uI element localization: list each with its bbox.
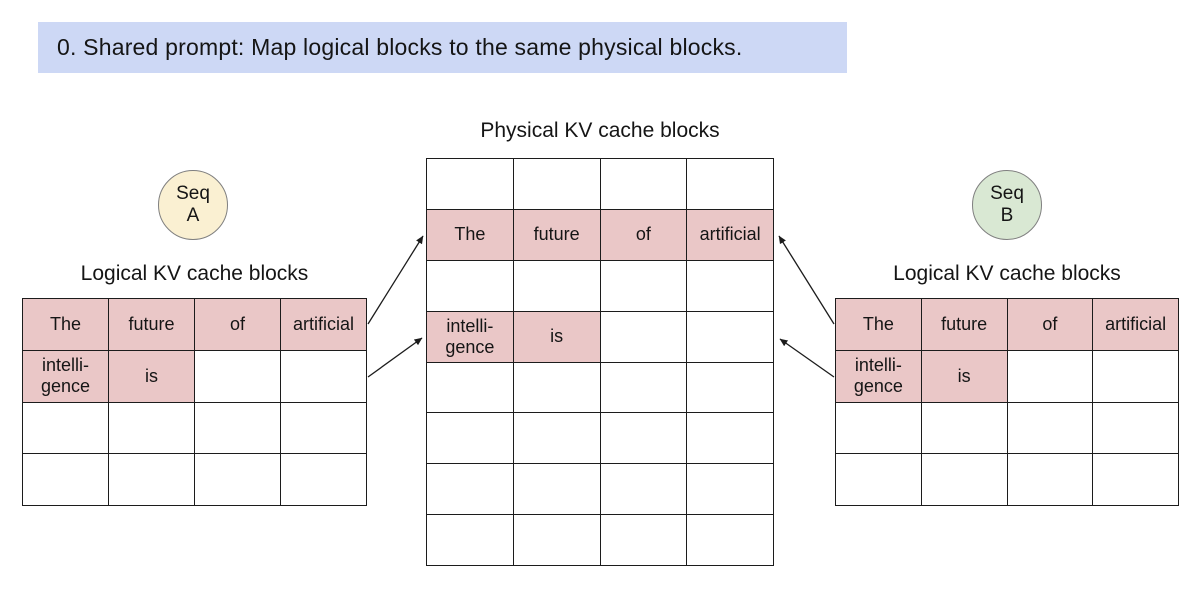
kv-block-cell [281, 350, 367, 403]
kv-block-cell [427, 159, 514, 210]
kv-block-cell [23, 454, 109, 506]
kv-block-cell: artificial [281, 299, 367, 351]
kv-block-cell [195, 350, 281, 403]
kv-block-cell [836, 454, 922, 506]
kv-block-cell [427, 260, 514, 312]
seq-b-table-title: Logical KV cache blocks [893, 262, 1121, 285]
seq-a-badge-letter: A [186, 205, 200, 226]
seq-b-badge: Seq B [972, 170, 1042, 240]
kv-block-cell [281, 454, 367, 506]
kv-block-cell: is [921, 350, 1008, 403]
kv-block-cell [1007, 454, 1094, 506]
kv-block-cell [513, 515, 601, 566]
kv-block-cell [513, 159, 601, 210]
kv-block-cell [281, 402, 367, 455]
kv-block-cell: intelli- gence [427, 311, 514, 363]
kv-block-cell: is [109, 350, 195, 403]
kv-block-cell [427, 362, 514, 414]
kv-block-cell: of [600, 209, 688, 261]
kv-block-cell [687, 260, 774, 312]
kv-block-cell: of [195, 299, 281, 351]
kv-block-cell [1093, 402, 1179, 455]
kv-block-cell [513, 362, 601, 414]
kv-block-cell [600, 260, 688, 312]
kv-block-cell [1093, 454, 1179, 506]
kv-block-cell [23, 402, 109, 455]
kv-block-cell: artificial [1093, 299, 1179, 351]
kv-block-cell [427, 515, 514, 566]
kv-block-cell [109, 454, 195, 506]
kv-block-cell [1007, 402, 1094, 455]
kv-block-cell [513, 464, 601, 516]
kv-block-cell: future [109, 299, 195, 351]
kv-block-cell: artificial [687, 209, 774, 261]
arrow-seq-b-block1-to-physical [779, 338, 835, 378]
arrow-seq-a-block1-to-physical [367, 337, 423, 378]
kv-block-cell [600, 515, 688, 566]
title-banner: 0. Shared prompt: Map logical blocks to … [38, 22, 847, 73]
kv-block-cell: intelli- gence [23, 350, 109, 403]
kv-block-cell [921, 454, 1008, 506]
seq-a-badge-word: Seq [176, 183, 210, 204]
kv-block-cell [600, 159, 688, 210]
kv-block-cell [836, 402, 922, 455]
kv-block-cell [427, 413, 514, 465]
kv-block-cell: The [23, 299, 109, 351]
seq-b-badge-word: Seq [990, 183, 1024, 204]
kv-block-cell: intelli- gence [836, 350, 922, 403]
kv-block-cell: future [921, 299, 1008, 351]
kv-block-cell: is [513, 311, 601, 363]
kv-block-cell [687, 362, 774, 414]
kv-block-cell: of [1007, 299, 1094, 351]
kv-block-cell [687, 413, 774, 465]
kv-block-cell [600, 464, 688, 516]
kv-block-cell [427, 464, 514, 516]
seq-a-table-title: Logical KV cache blocks [80, 262, 309, 285]
seq-b-badge-letter: B [1000, 205, 1014, 226]
kv-block-cell [687, 311, 774, 363]
kv-block-cell [600, 362, 688, 414]
kv-block-cell [195, 454, 281, 506]
kv-block-cell: The [836, 299, 922, 351]
kv-block-cell [513, 413, 601, 465]
title-text: 0. Shared prompt: Map logical blocks to … [57, 34, 743, 60]
kv-block-cell [600, 413, 688, 465]
seq-a-badge: Seq A [158, 170, 228, 240]
kv-block-cell [687, 515, 774, 566]
kv-block-cell [195, 402, 281, 455]
kv-block-cell: future [513, 209, 601, 261]
kv-block-cell [687, 159, 774, 210]
kv-block-cell [109, 402, 195, 455]
physical-table-title: Physical KV cache blocks [480, 119, 720, 142]
kv-block-cell [1093, 350, 1179, 403]
kv-block-cell: The [427, 209, 514, 261]
arrow-seq-a-block0-to-physical [367, 235, 424, 325]
kv-block-cell [513, 260, 601, 312]
kv-block-cell [921, 402, 1008, 455]
arrow-seq-b-block0-to-physical [778, 235, 835, 325]
kv-block-cell [687, 464, 774, 516]
kv-block-cell [600, 311, 688, 363]
kv-block-cell [1007, 350, 1094, 403]
